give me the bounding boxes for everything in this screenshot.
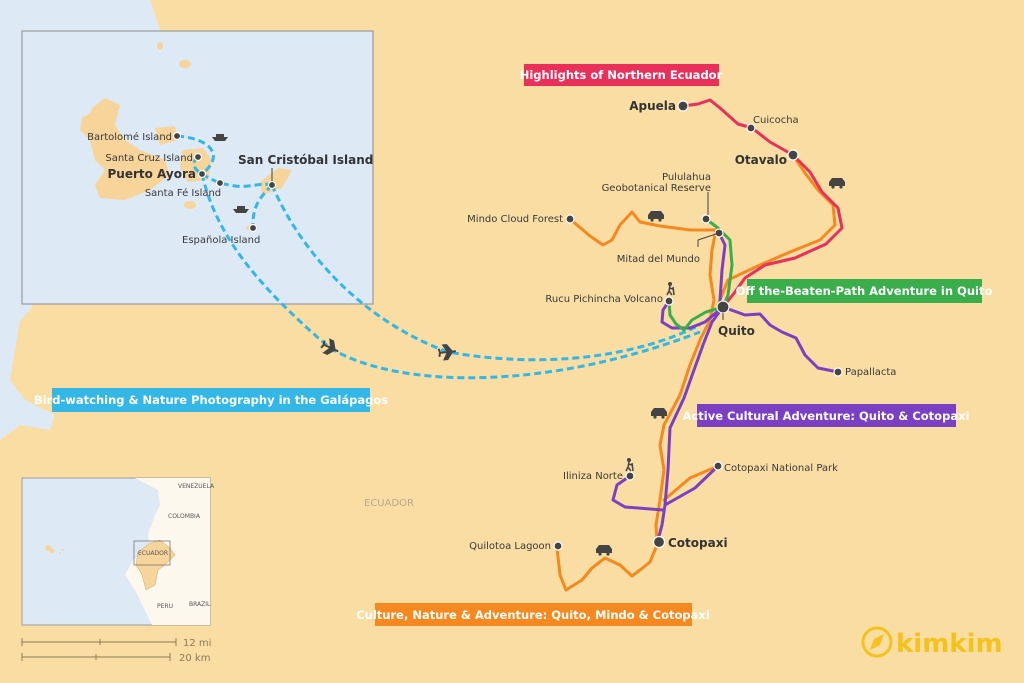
logo-text: kimkim	[896, 629, 1003, 659]
espanola-label: Española Island	[182, 235, 260, 246]
papallacta-label: Papallacta	[845, 367, 896, 378]
boat-icon	[233, 206, 249, 213]
mitad-del-mundo-marker[interactable]	[714, 228, 724, 238]
route-label-mindo[interactable]: Culture, Nature & Adventure: Quito, Mind…	[356, 603, 710, 626]
locator-map: VENEZUELA COLOMBIA ECUADOR PERU BRAZIL	[21, 477, 215, 626]
route-label-text: Culture, Nature & Adventure: Quito, Mind…	[356, 608, 710, 622]
cotopaxi-np-label: Cotopaxi National Park	[724, 463, 838, 474]
route-label-text: Active Cultural Adventure: Quito & Cotop…	[683, 409, 970, 423]
bartolome-marker[interactable]	[172, 131, 182, 141]
quilotoa-label: Quilotoa Lagoon	[469, 541, 551, 552]
isabela-island	[85, 98, 170, 200]
scale-miles: 12 mi	[183, 638, 211, 649]
mindo-route-line	[555, 153, 837, 592]
route-label-offbeat[interactable]: Off the-Beaten-Path Adventure in Quito	[736, 279, 993, 303]
boat-icon	[212, 134, 228, 141]
apuela-marker[interactable]	[677, 100, 689, 112]
galapagos-inset: Bartolomé Island Santa Cruz Island Puert…	[21, 30, 701, 380]
puerto-ayora-marker[interactable]	[197, 169, 207, 179]
brazil-label: BRAZIL	[189, 601, 211, 608]
otavalo-label: Otavalo	[735, 153, 787, 167]
scale-bar	[21, 638, 177, 661]
quilotoa-marker[interactable]	[553, 541, 563, 551]
iliniza-label: Iliniza Norte	[563, 471, 623, 482]
rucu-pichincha-marker[interactable]	[664, 296, 674, 306]
quito-marker[interactable]	[716, 300, 730, 314]
espanola-marker[interactable]	[248, 223, 258, 233]
san-cristobal-marker[interactable]	[267, 180, 277, 190]
floreana-island	[184, 201, 196, 209]
galapagos-mini	[45, 545, 64, 554]
santa-fe-label: Santa Fé Island	[145, 187, 221, 199]
cuicocha-label: Cuicocha	[753, 115, 799, 126]
pacific-ocean-south	[0, 320, 55, 440]
cotopaxi-np-marker[interactable]	[713, 461, 723, 471]
ecuador-label: ECUADOR	[138, 550, 168, 557]
iliniza-marker[interactable]	[625, 471, 635, 481]
rucu-pichincha-label: Rucu Pichincha Volcano	[545, 294, 663, 305]
santiago-island	[155, 126, 178, 145]
colombia-label: COLOMBIA	[168, 513, 201, 520]
mitad-del-mundo-label: Mitad del Mundo	[617, 254, 700, 265]
flight-route-san-cristobal	[270, 184, 701, 362]
car-icon	[648, 211, 664, 222]
offbeat-route-line	[667, 217, 734, 332]
mindo-label: Mindo Cloud Forest	[467, 214, 563, 225]
cotopaxi-marker[interactable]	[652, 535, 666, 549]
marchena-island	[157, 42, 163, 50]
car-icon	[596, 545, 612, 556]
northern-route-line	[681, 98, 844, 309]
car-icon	[829, 178, 845, 189]
hiker-icon	[625, 458, 634, 472]
cuicocha-marker[interactable]	[746, 123, 756, 133]
puerto-ayora-label: Puerto Ayora	[108, 167, 197, 181]
route-label-cultural[interactable]: Active Cultural Adventure: Quito & Cotop…	[683, 404, 970, 427]
apuela-label: Apuela	[629, 99, 676, 113]
pululahua-label-line1: Pululahua	[662, 172, 711, 183]
otavalo-marker[interactable]	[787, 149, 799, 161]
airplane-icon	[437, 344, 457, 361]
flight-route-puerto-ayora	[200, 173, 701, 380]
route-label-text: Off the-Beaten-Path Adventure in Quito	[736, 284, 993, 298]
san-cristobal-label: San Cristóbal Island	[238, 153, 373, 167]
bartolome-label: Bartolomé Island	[87, 131, 172, 143]
quito-label: Quito	[718, 324, 755, 338]
hiker-icon	[666, 282, 675, 296]
fernandina-island	[80, 112, 98, 138]
venezuela-label: VENEZUELA	[178, 483, 215, 490]
route-label-galapagos[interactable]: Bird-watching & Nature Photography in th…	[34, 388, 388, 412]
pululahua-marker[interactable]	[701, 214, 711, 224]
pinta-island	[179, 60, 191, 68]
country-label: ECUADOR	[364, 498, 414, 509]
route-label-text: Highlights of Northern Ecuador	[520, 68, 723, 82]
papallacta-marker[interactable]	[833, 367, 843, 377]
cotopaxi-label: Cotopaxi	[668, 536, 728, 550]
pululahua-label-line2: Geobotanical Reserve	[602, 183, 711, 194]
santa-cruz-label: Santa Cruz Island	[105, 153, 193, 164]
mindo-marker[interactable]	[565, 214, 575, 224]
santa-cruz-marker[interactable]	[193, 152, 203, 162]
route-label-text: Bird-watching & Nature Photography in th…	[34, 393, 388, 407]
galapagos-boat-route	[176, 134, 274, 229]
scale-km: 20 km	[179, 653, 210, 664]
peru-label: PERU	[157, 603, 173, 610]
car-icon	[651, 408, 667, 419]
cultural-route-line	[611, 231, 840, 542]
compass-icon	[861, 626, 893, 658]
route-label-northern[interactable]: Highlights of Northern Ecuador	[520, 64, 723, 86]
airplane-icon	[320, 338, 339, 356]
kimkim-logo: kimkim	[861, 626, 1003, 659]
santa-fe-marker[interactable]	[215, 178, 225, 188]
